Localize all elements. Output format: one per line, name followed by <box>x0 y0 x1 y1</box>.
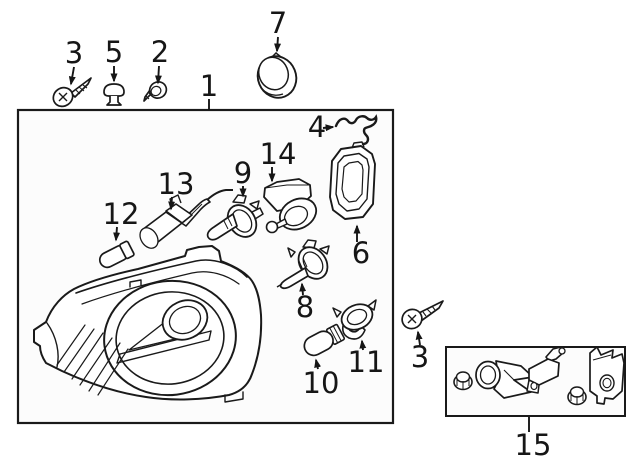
headlamp-assembly-drawing <box>33 245 263 403</box>
callout-8[interactable]: 8 <box>296 290 314 324</box>
bracket-kit-drawing <box>453 346 625 406</box>
callout-12[interactable]: 12 <box>103 197 140 231</box>
bulb-socket-strip-drawing <box>139 189 233 249</box>
screw-right-drawing <box>401 300 444 330</box>
callout-1[interactable]: 1 <box>200 69 218 103</box>
callout-6[interactable]: 6 <box>352 236 370 270</box>
callout-15[interactable]: 15 <box>515 428 552 462</box>
low-beam-bulb-drawing <box>276 239 330 290</box>
callout-4[interactable]: 4 <box>308 110 326 144</box>
callout-11[interactable]: 11 <box>348 345 385 379</box>
callout-10[interactable]: 10 <box>303 366 340 400</box>
screw-top-drawing <box>52 77 92 108</box>
seal-drawing <box>329 141 376 220</box>
leveling-motor-drawing <box>263 178 318 234</box>
callout-2[interactable]: 2 <box>151 35 169 69</box>
callout-arrows <box>68 36 530 432</box>
callout-7[interactable]: 7 <box>269 6 287 40</box>
callout-5[interactable]: 5 <box>105 35 123 69</box>
callout-3-top[interactable]: 3 <box>65 36 83 70</box>
wedge-bulb-drawing <box>98 240 135 269</box>
callout-13[interactable]: 13 <box>158 167 195 201</box>
bolt-drawing <box>143 81 168 102</box>
callout-3-right[interactable]: 3 <box>411 340 429 374</box>
retainer-ring-drawing <box>256 51 298 99</box>
bulb-socket-drawing <box>332 299 377 340</box>
clip-drawing <box>103 83 125 106</box>
wire-drawing <box>334 114 378 146</box>
signal-bulb-drawing <box>303 323 346 357</box>
callout-14[interactable]: 14 <box>260 137 297 171</box>
callout-9[interactable]: 9 <box>234 156 252 190</box>
